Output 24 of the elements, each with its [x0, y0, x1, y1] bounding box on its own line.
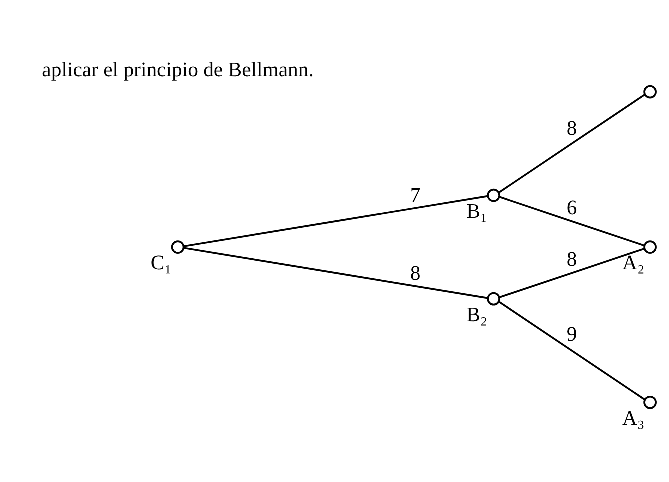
connector — [498, 301, 646, 401]
edge-label: 9 — [566, 324, 578, 346]
node-label: A₂ — [622, 252, 645, 275]
node-label: C₁ — [150, 252, 172, 275]
label: aplicar el principio de Bellmann. — [42, 59, 314, 82]
connector — [498, 94, 646, 194]
node-circle — [644, 396, 657, 410]
edge-label: 8 — [410, 263, 421, 285]
connector — [499, 248, 645, 298]
node-circle — [487, 188, 500, 202]
node-circle — [644, 240, 657, 254]
edge-label: 8 — [566, 118, 578, 140]
edge-label: 8 — [566, 249, 578, 272]
connector — [499, 196, 645, 247]
edge-label: 7 — [410, 184, 421, 207]
node-label: B₁ — [466, 200, 488, 223]
node-label: B₂ — [466, 304, 488, 326]
node-circle — [487, 292, 500, 306]
node-circle — [171, 240, 185, 254]
edge-label: 6 — [566, 197, 578, 220]
connector — [184, 247, 488, 300]
node-circle — [644, 85, 657, 99]
connector — [184, 195, 488, 248]
node-label: A₃ — [622, 408, 645, 430]
